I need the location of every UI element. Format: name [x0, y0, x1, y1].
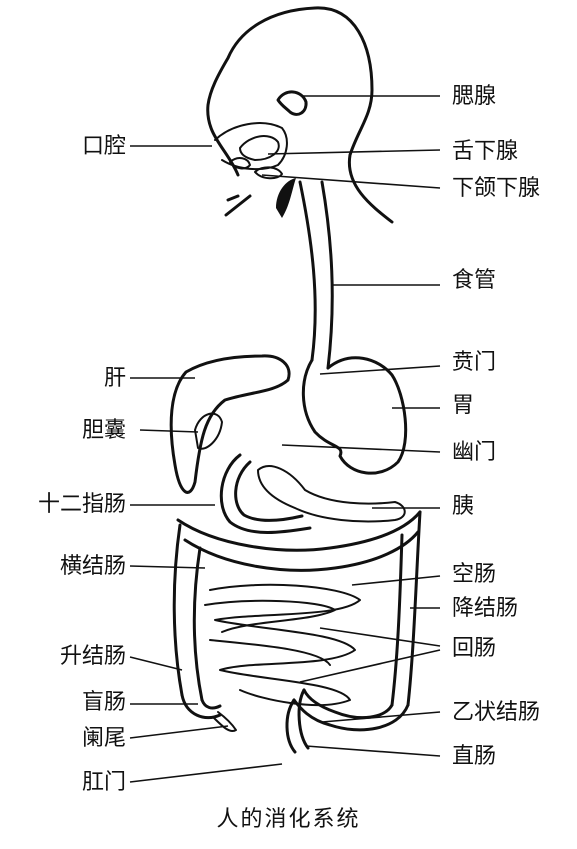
liver: [169, 354, 291, 494]
tongue: [239, 135, 280, 161]
label-submandibular: 下颌下腺: [452, 176, 541, 201]
head-outline: [206, 6, 394, 224]
leader-ileum-2: [299, 649, 441, 683]
leader-gallbladder: [139, 429, 199, 433]
descending-colon: [390, 510, 422, 707]
leader-jejunum: [351, 575, 441, 586]
gallbladder: [194, 412, 223, 450]
duodenum: [219, 453, 312, 534]
diagram-caption: 人的消化系统: [216, 807, 361, 832]
label-appendix: 阑尾: [81, 726, 126, 751]
label-ileum: 回肠: [452, 636, 497, 661]
label-stomach: 胃: [452, 393, 475, 418]
leader-lines: [129, 95, 441, 783]
small-intestine: [204, 583, 361, 706]
mouth-cavity: [214, 122, 288, 171]
submandibular-gland: [254, 166, 283, 180]
label-pylorus: 幽门: [452, 440, 497, 465]
esophagus: [298, 180, 334, 370]
transverse-colon: [176, 510, 422, 572]
stomach: [301, 356, 408, 475]
label-mouth: 口腔: [81, 134, 126, 159]
leader-sigmoid-colon: [321, 711, 441, 723]
label-cardia: 贲门: [452, 350, 497, 375]
chin-outline: [224, 194, 252, 217]
sigmoid-colon: [292, 688, 410, 732]
ascending-colon: [172, 523, 204, 702]
sublingual-gland: [229, 157, 251, 170]
leader-sublingual: [267, 149, 441, 155]
label-anus: 肛门: [81, 770, 126, 795]
label-sigmoid-colon: 乙状结肠: [452, 700, 541, 725]
label-cecum: 盲肠: [81, 690, 126, 715]
trachea: [276, 178, 296, 218]
leader-ascending-colon: [129, 656, 183, 671]
label-esophagus: 食管: [452, 268, 497, 293]
leader-transverse-colon: [129, 565, 206, 569]
rectum: [285, 688, 310, 754]
label-rectum: 直肠: [452, 744, 497, 769]
leader-submandibular: [261, 174, 441, 189]
label-ascending-colon: 升结肠: [59, 644, 126, 669]
label-jejunum: 空肠: [452, 562, 497, 587]
leader-anus: [129, 763, 283, 783]
label-pancreas: 胰: [452, 494, 475, 519]
label-descending-colon: 降结肠: [452, 596, 519, 621]
label-gallbladder: 胆囊: [81, 418, 126, 443]
leader-rectum: [305, 745, 441, 757]
label-sublingual: 舌下腺: [452, 139, 519, 164]
label-liver: 肝: [103, 366, 126, 391]
leader-ileum-1: [319, 627, 441, 647]
leader-cardia: [319, 365, 441, 375]
pancreas: [257, 465, 406, 523]
label-parotid: 腮腺: [452, 84, 497, 109]
leader-pylorus: [281, 444, 441, 453]
cecum: [180, 693, 222, 720]
appendix: [213, 711, 237, 732]
parotid-gland: [276, 90, 308, 116]
label-duodenum: 十二指肠: [37, 492, 126, 517]
label-transverse-colon: 横结肠: [59, 554, 126, 579]
leader-appendix: [129, 725, 229, 739]
